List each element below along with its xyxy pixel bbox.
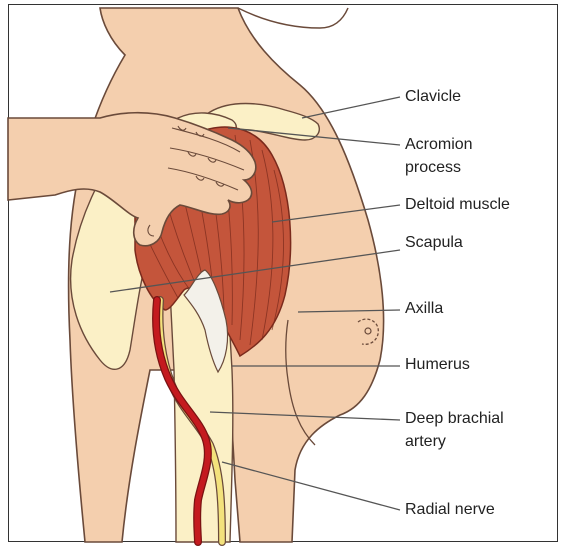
- label-clavicle: Clavicle: [405, 86, 461, 107]
- label-nerve: Radial nerve: [405, 499, 495, 520]
- label-artery-line2: artery: [405, 431, 446, 452]
- neck-contour: [238, 8, 348, 28]
- label-artery-line1: Deep brachial: [405, 408, 504, 429]
- label-acromion-line2: process: [405, 157, 461, 178]
- label-axilla: Axilla: [405, 298, 443, 319]
- label-scapula: Scapula: [405, 232, 463, 253]
- label-acromion-line1: Acromion: [405, 134, 473, 155]
- label-deltoid: Deltoid muscle: [405, 194, 510, 215]
- label-humerus: Humerus: [405, 354, 470, 375]
